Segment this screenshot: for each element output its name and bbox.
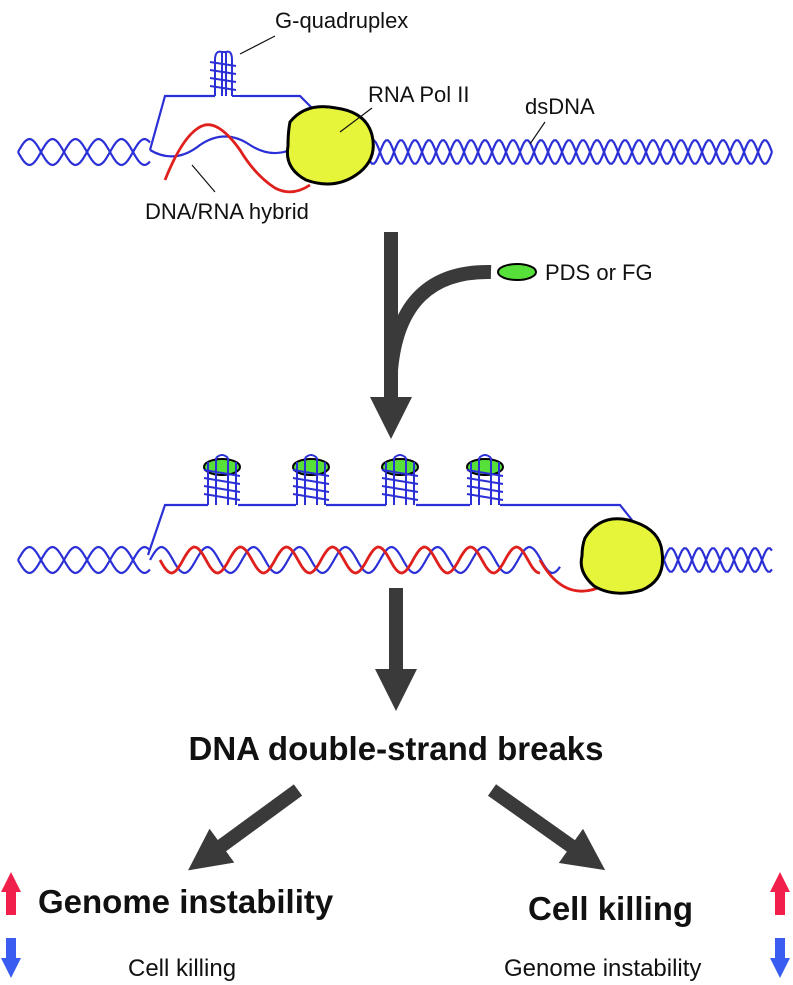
red-up-arrow-icon xyxy=(1,872,21,915)
label-dsb: DNA double-strand breaks xyxy=(188,730,603,767)
template-strand xyxy=(149,135,291,158)
middle-displaced-strand xyxy=(146,503,633,556)
dsdna-left-strand-a xyxy=(17,137,151,167)
label-right-outcome-secondary: Genome instability xyxy=(504,955,701,982)
ligand-icon xyxy=(497,263,537,281)
label-dsdna: dsDNA xyxy=(525,94,595,119)
middle-rna-pol-ii-blob xyxy=(579,517,665,595)
rna-pol-ii-blob xyxy=(285,105,375,186)
dsdna-left-strand-b xyxy=(17,137,151,167)
g-quadruplex-structure xyxy=(466,454,504,505)
label-left-outcome-secondary: Cell killing xyxy=(128,955,236,982)
leader-g-quadruplex xyxy=(239,35,276,55)
red-up-arrow-icon xyxy=(770,872,790,915)
treatment-arrow: PDS or FG xyxy=(370,232,653,439)
leader-dsdna xyxy=(529,121,546,145)
outcome-arrows xyxy=(188,784,606,871)
dsdna-right-strand-b xyxy=(364,139,774,165)
left-outcome: Genome instability Cell killing xyxy=(1,872,334,982)
g-quadruplex-structure xyxy=(203,454,241,505)
label-left-outcome-main: Genome instability xyxy=(38,883,334,920)
g-quadruplex-with-ligand xyxy=(203,454,241,505)
middle-dsdna-left-b xyxy=(17,545,151,575)
label-g-quadruplex: G-quadruplex xyxy=(275,8,408,33)
g-quadruplex-structure xyxy=(209,50,240,97)
g-quadruplex-structure xyxy=(292,454,330,505)
g-quadruplex-with-ligand xyxy=(381,454,419,505)
label-dna-rna-hybrid: DNA/RNA hybrid xyxy=(145,199,309,224)
dsdna-right-strand-a xyxy=(364,139,774,165)
label-right-outcome-main: Cell killing xyxy=(528,890,693,927)
middle-dsdna-left-a xyxy=(17,545,151,575)
middle-panel xyxy=(17,454,773,595)
leader-rna-pol-ii xyxy=(339,107,373,133)
middle-template-strand xyxy=(149,545,561,575)
leader-dna-rna-hybrid xyxy=(191,164,216,193)
label-ligand: PDS or FG xyxy=(545,260,653,285)
g-quadruplex-structure xyxy=(381,454,419,505)
middle-dsdna-right-a xyxy=(662,547,773,573)
label-rna-pol-ii: RNA Pol II xyxy=(368,82,469,107)
top-panel: G-quadruplex RNA Pol II dsDNA DNA/RNA hy… xyxy=(17,8,774,224)
g-quadruplex-with-ligand xyxy=(466,454,504,505)
blue-down-arrow-icon xyxy=(1,938,21,978)
rna-strand xyxy=(163,123,311,194)
blue-down-arrow-icon xyxy=(770,938,790,978)
g-quadruplex-with-ligand xyxy=(292,454,330,505)
middle-dsdna-right-b xyxy=(662,547,773,573)
g-quadruplex-group xyxy=(203,454,504,505)
right-outcome: Cell killing Genome instability xyxy=(504,872,790,982)
